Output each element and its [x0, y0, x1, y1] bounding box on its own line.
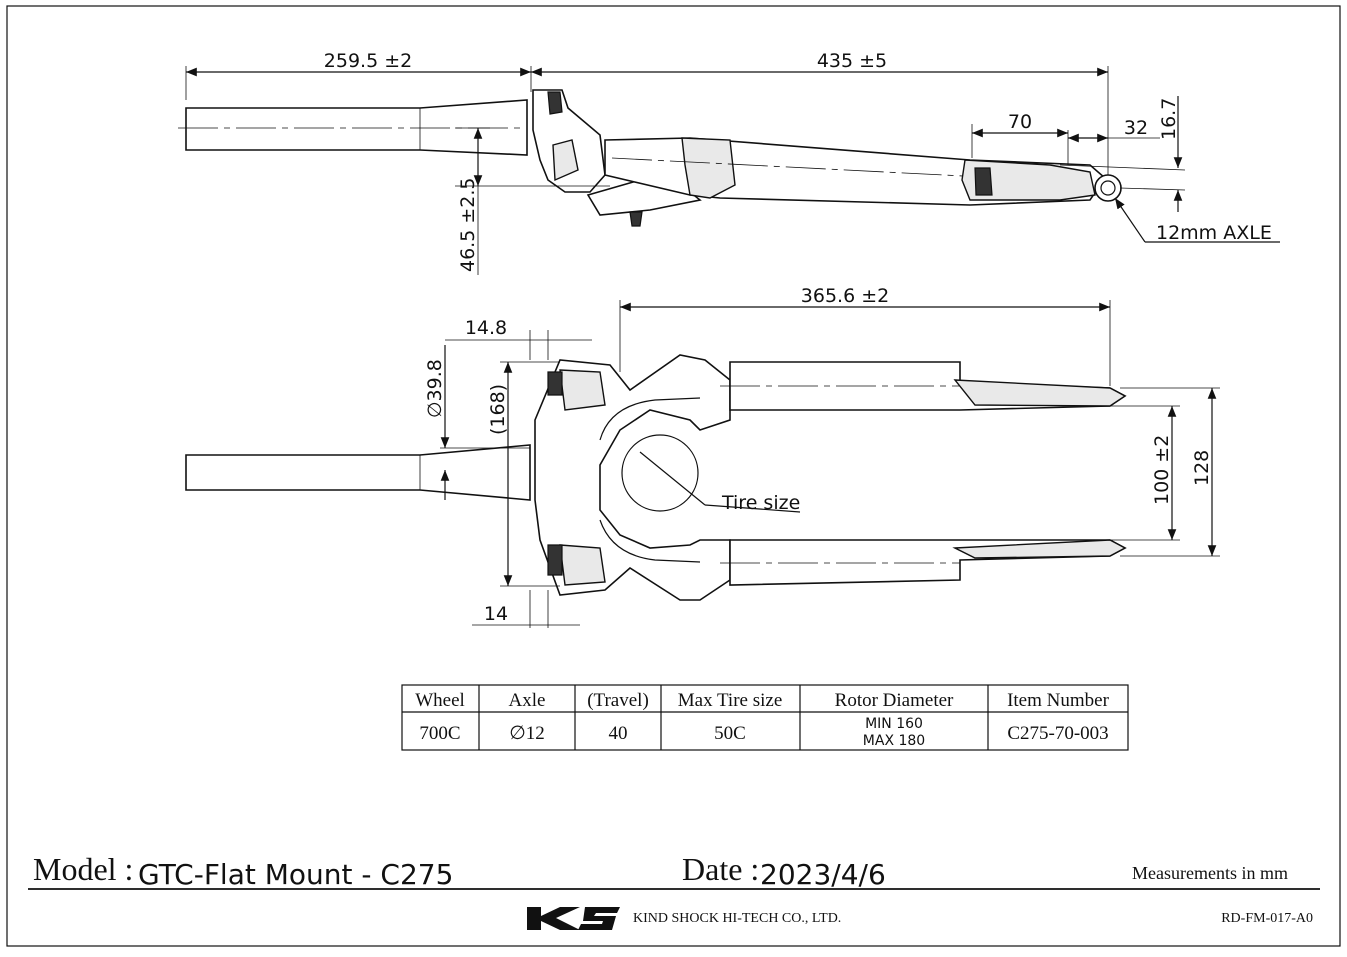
table-cell-item-number: C275-70-003 — [1007, 723, 1108, 744]
company-name: KIND SHOCK HI-TECH CO., LTD. — [633, 911, 841, 926]
table-header-axle: Axle — [509, 690, 546, 711]
tire-size-label: Tire size — [721, 492, 800, 514]
dim-steerer-length: 259.5 ±2 — [324, 50, 412, 72]
table-cell-travel: 40 — [609, 723, 628, 744]
dim-dropout-32: 32 — [1124, 117, 1148, 139]
date-value: 2023/4/6 — [760, 858, 886, 891]
units-note: Measurements in mm — [1132, 863, 1288, 883]
axle-label: 12mm AXLE — [1156, 222, 1272, 244]
table-cell-rotor-min: MIN 160 — [865, 716, 923, 732]
table-cell-max-tire: 50C — [714, 723, 746, 744]
sheet-border — [6, 5, 1341, 947]
dim-crown-14: 14 — [484, 603, 508, 625]
table-cell-wheel: 700C — [419, 723, 460, 744]
dim-offset: 46.5 ±2.5 — [457, 178, 479, 272]
top-view: Tire size 365.6 ±2 14.8 ∅39.8 (168) 14 1… — [185, 285, 1220, 628]
model-value: GTC-Flat Mount - C275 — [138, 858, 453, 891]
doc-code: RD-FM-017-A0 — [1221, 911, 1313, 926]
model-label: Model : — [33, 851, 133, 887]
dim-crown-168: (168) — [487, 384, 509, 435]
title-block: Model : GTC-Flat Mount - C275 Date : 202… — [0, 0, 1320, 930]
table-cell-axle: ∅12 — [509, 723, 545, 744]
spec-table: Wheel Axle (Travel) Max Tire size Rotor … — [401, 684, 1129, 751]
side-view: 259.5 ±2 435 ±5 70 32 16.7 46.5 ±2.5 12m… — [178, 50, 1280, 275]
date-label: Date : — [682, 851, 759, 887]
logo-text: KS — [0, 0, 2, 1]
dim-width-128: 128 — [1191, 450, 1213, 486]
table-header-wheel: Wheel — [415, 690, 465, 711]
dim-crown-148: 14.8 — [465, 317, 507, 339]
dim-dropout-167: 16.7 — [1158, 98, 1180, 140]
dim-axle-to-crown: 435 ±5 — [817, 50, 887, 72]
dim-crown-length: 365.6 ±2 — [801, 285, 889, 307]
table-header-travel: (Travel) — [587, 690, 649, 711]
table-header-item-number: Item Number — [1007, 690, 1110, 711]
dim-mount-100: 100 ±2 — [1151, 435, 1173, 505]
ks-logo: KS — [0, 0, 620, 930]
table-cell-rotor-max: MAX 180 — [863, 733, 925, 749]
table-header-rotor: Rotor Diameter — [835, 690, 954, 711]
dim-dropout-70: 70 — [1008, 111, 1032, 133]
dim-steerer-dia: ∅39.8 — [424, 359, 446, 418]
table-header-max-tire: Max Tire size — [678, 690, 783, 711]
